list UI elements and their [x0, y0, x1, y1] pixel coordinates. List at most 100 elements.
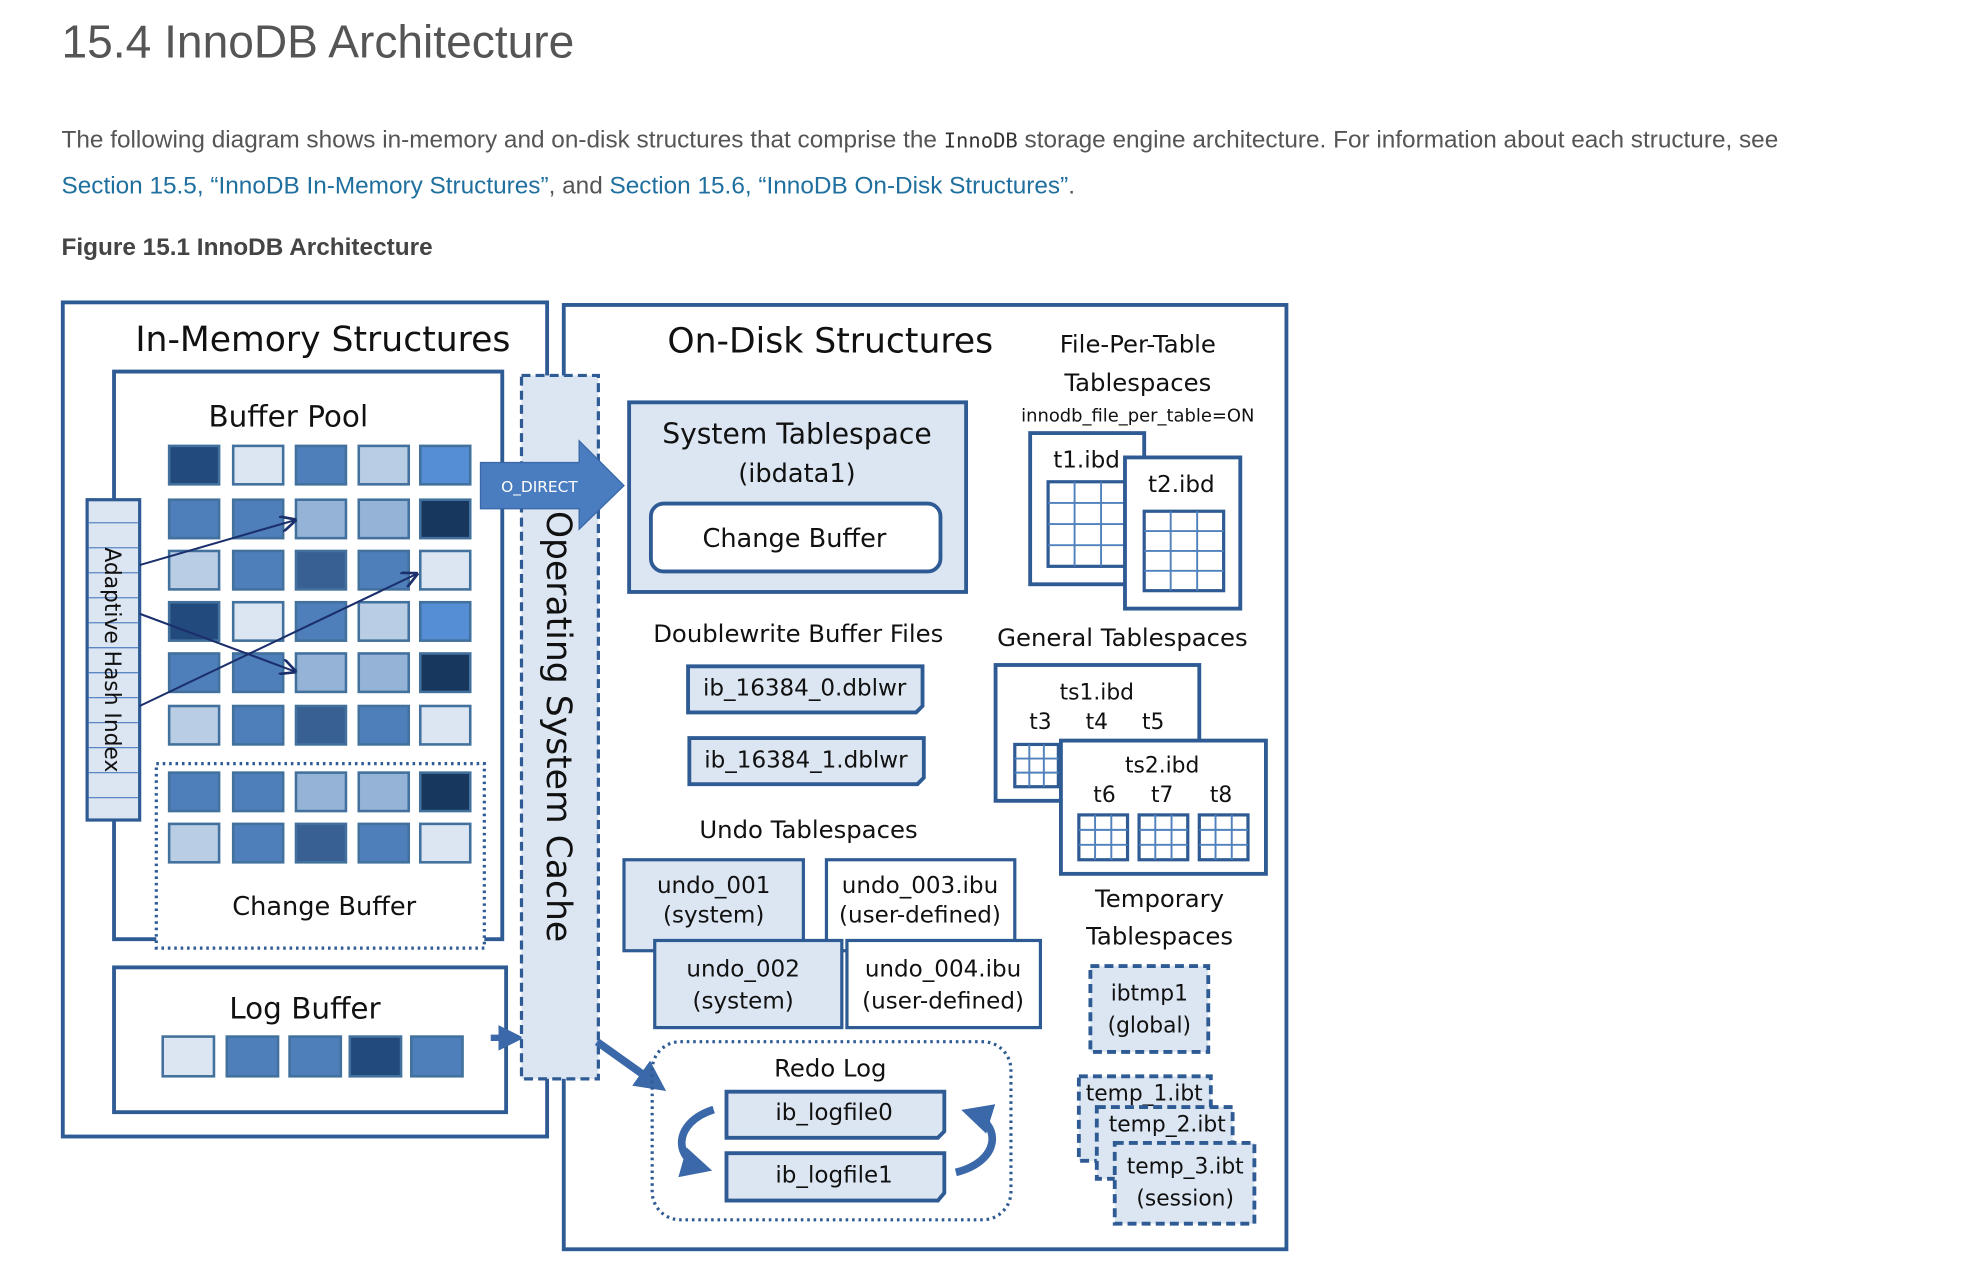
- svg-text:t7: t7: [1151, 783, 1173, 808]
- buffer-page: [231, 652, 285, 694]
- temp-title-1: Temporary: [1094, 884, 1224, 913]
- svg-text:undo_001: undo_001: [657, 873, 770, 899]
- svg-text:undo_002: undo_002: [686, 956, 799, 982]
- undo-title: Undo Tablespaces: [699, 815, 917, 844]
- buffer-pool-pages: [167, 444, 472, 864]
- table-grid-icon: [1013, 742, 1060, 789]
- link-inmemory-structures[interactable]: Section 15.5, “InnoDB In-Memory Structur…: [61, 172, 549, 200]
- svg-text:temp_3.ibt: temp_3.ibt: [1127, 1155, 1244, 1180]
- fpt-title-2: Tablespaces: [1063, 368, 1211, 397]
- change-buffer-page: [418, 822, 472, 864]
- svg-text:t3: t3: [1029, 710, 1051, 735]
- buffer-page: [357, 652, 411, 694]
- adaptive-hash-index-label: Adaptive Hash Index: [99, 547, 124, 772]
- svg-text:(system): (system): [692, 988, 793, 1014]
- intro-text-4: .: [1068, 172, 1075, 200]
- change-buffer-page: [294, 771, 348, 813]
- svg-text:t1.ibd: t1.ibd: [1053, 448, 1120, 474]
- doublewrite-file-1-label: ib_16384_1.dblwr: [704, 747, 908, 773]
- log-buffer-page: [348, 1035, 403, 1078]
- doublewrite-file-0-label: ib_16384_0.dblwr: [703, 676, 907, 702]
- undo-001: undo_001 (system): [622, 858, 805, 953]
- svg-text:(user-defined): (user-defined): [862, 988, 1024, 1014]
- buffer-page: [418, 600, 472, 642]
- buffer-page: [167, 549, 221, 591]
- general-title: General Tablespaces: [997, 623, 1248, 652]
- fpt-setting: innodb_file_per_table=ON: [1021, 406, 1254, 427]
- undo-002: undo_002 (system): [653, 938, 844, 1030]
- table-grid-icon: [1077, 813, 1130, 862]
- change-buffer-page: [231, 771, 285, 813]
- buffer-page: [231, 444, 285, 486]
- change-buffer-page: [167, 771, 221, 813]
- intro-paragraph: The following diagram shows in-memory an…: [62, 118, 1971, 210]
- fpt-title-1: File-Per-Table: [1060, 329, 1216, 358]
- intro-text-3: , and: [548, 172, 610, 200]
- page-title: 15.4 InnoDB Architecture: [61, 15, 575, 68]
- change-buffer-page: [167, 822, 221, 864]
- log-buffer-page: [288, 1035, 343, 1078]
- svg-text:temp_2.ibt: temp_2.ibt: [1109, 1112, 1226, 1137]
- change-buffer-label: Change Buffer: [232, 892, 416, 922]
- buffer-page: [357, 704, 411, 746]
- redo-file-1-label: ib_logfile1: [775, 1163, 892, 1189]
- change-buffer-page: [357, 771, 411, 813]
- svg-text:t4: t4: [1086, 710, 1108, 735]
- redo-cycle-arrow-left-icon: [677, 1105, 715, 1178]
- svg-text:(global): (global): [1108, 1014, 1191, 1039]
- buffer-page: [294, 549, 348, 591]
- log-buffer-title: Log Buffer: [229, 992, 381, 1026]
- t2-ibd: t2.ibd: [1123, 455, 1243, 611]
- o-direct-label: O_DIRECT: [501, 478, 578, 497]
- buffer-page: [418, 549, 472, 591]
- log-buffer-page: [161, 1035, 216, 1078]
- buffer-page: [294, 600, 348, 642]
- change-buffer-page: [231, 822, 285, 864]
- buffer-page: [294, 652, 348, 694]
- in-memory-title: In-Memory Structures: [135, 320, 510, 360]
- buffer-page: [418, 444, 472, 486]
- link-ondisk-structures[interactable]: Section 15.6, “InnoDB On-Disk Structures…: [609, 172, 1069, 200]
- temp-title-2: Tablespaces: [1085, 921, 1233, 950]
- buffer-pool-title: Buffer Pool: [208, 400, 368, 434]
- redo-file-0: [724, 1089, 947, 1140]
- table-grid-icon: [1142, 509, 1226, 593]
- table-grid-icon: [1137, 813, 1190, 862]
- svg-text:(user-defined): (user-defined): [839, 903, 1001, 929]
- svg-text:ibtmp1: ibtmp1: [1111, 982, 1188, 1007]
- ibtmp1: ibtmp1 (global): [1088, 964, 1211, 1054]
- buffer-page: [231, 600, 285, 642]
- ts2-ibd: ts2.ibd t6 t7 t8: [1058, 738, 1268, 876]
- system-change-buffer-label: Change Buffer: [702, 524, 886, 554]
- buffer-page: [167, 444, 221, 486]
- intro-text: The following diagram shows in-memory an…: [61, 126, 944, 154]
- buffer-page: [294, 498, 348, 540]
- svg-text:(session): (session): [1136, 1187, 1234, 1212]
- system-tablespace-file: (ibdata1): [738, 459, 855, 489]
- svg-text:t2.ibd: t2.ibd: [1148, 472, 1215, 498]
- svg-text:undo_003.ibu: undo_003.ibu: [842, 873, 998, 899]
- log-buffer-pages: [161, 1035, 464, 1078]
- o-direct-arrow: [479, 439, 625, 531]
- buffer-page: [294, 704, 348, 746]
- log-buffer-page: [410, 1035, 464, 1078]
- on-disk-title: On-Disk Structures: [667, 321, 993, 361]
- figure-title: Figure 15.1 InnoDB Architecture: [61, 234, 433, 262]
- change-buffer-page: [357, 822, 411, 864]
- buffer-page: [357, 549, 411, 591]
- code-innodb: InnoDB: [943, 128, 1018, 153]
- doublewrite-file-1: [687, 736, 926, 787]
- table-grid-icon: [1197, 813, 1250, 862]
- svg-text:undo_004.ibu: undo_004.ibu: [865, 956, 1021, 982]
- buffer-page: [231, 549, 285, 591]
- redo-write-arrow: [594, 1038, 667, 1092]
- buffer-page: [418, 704, 472, 746]
- adaptive-hash-index: Adaptive Hash Index: [85, 498, 142, 822]
- change-buffer-page: [294, 822, 348, 864]
- buffer-page: [357, 444, 411, 486]
- table-grid-icon: [1046, 480, 1130, 568]
- redo-file-0-label: ib_logfile0: [775, 1100, 892, 1126]
- buffer-page: [231, 498, 285, 540]
